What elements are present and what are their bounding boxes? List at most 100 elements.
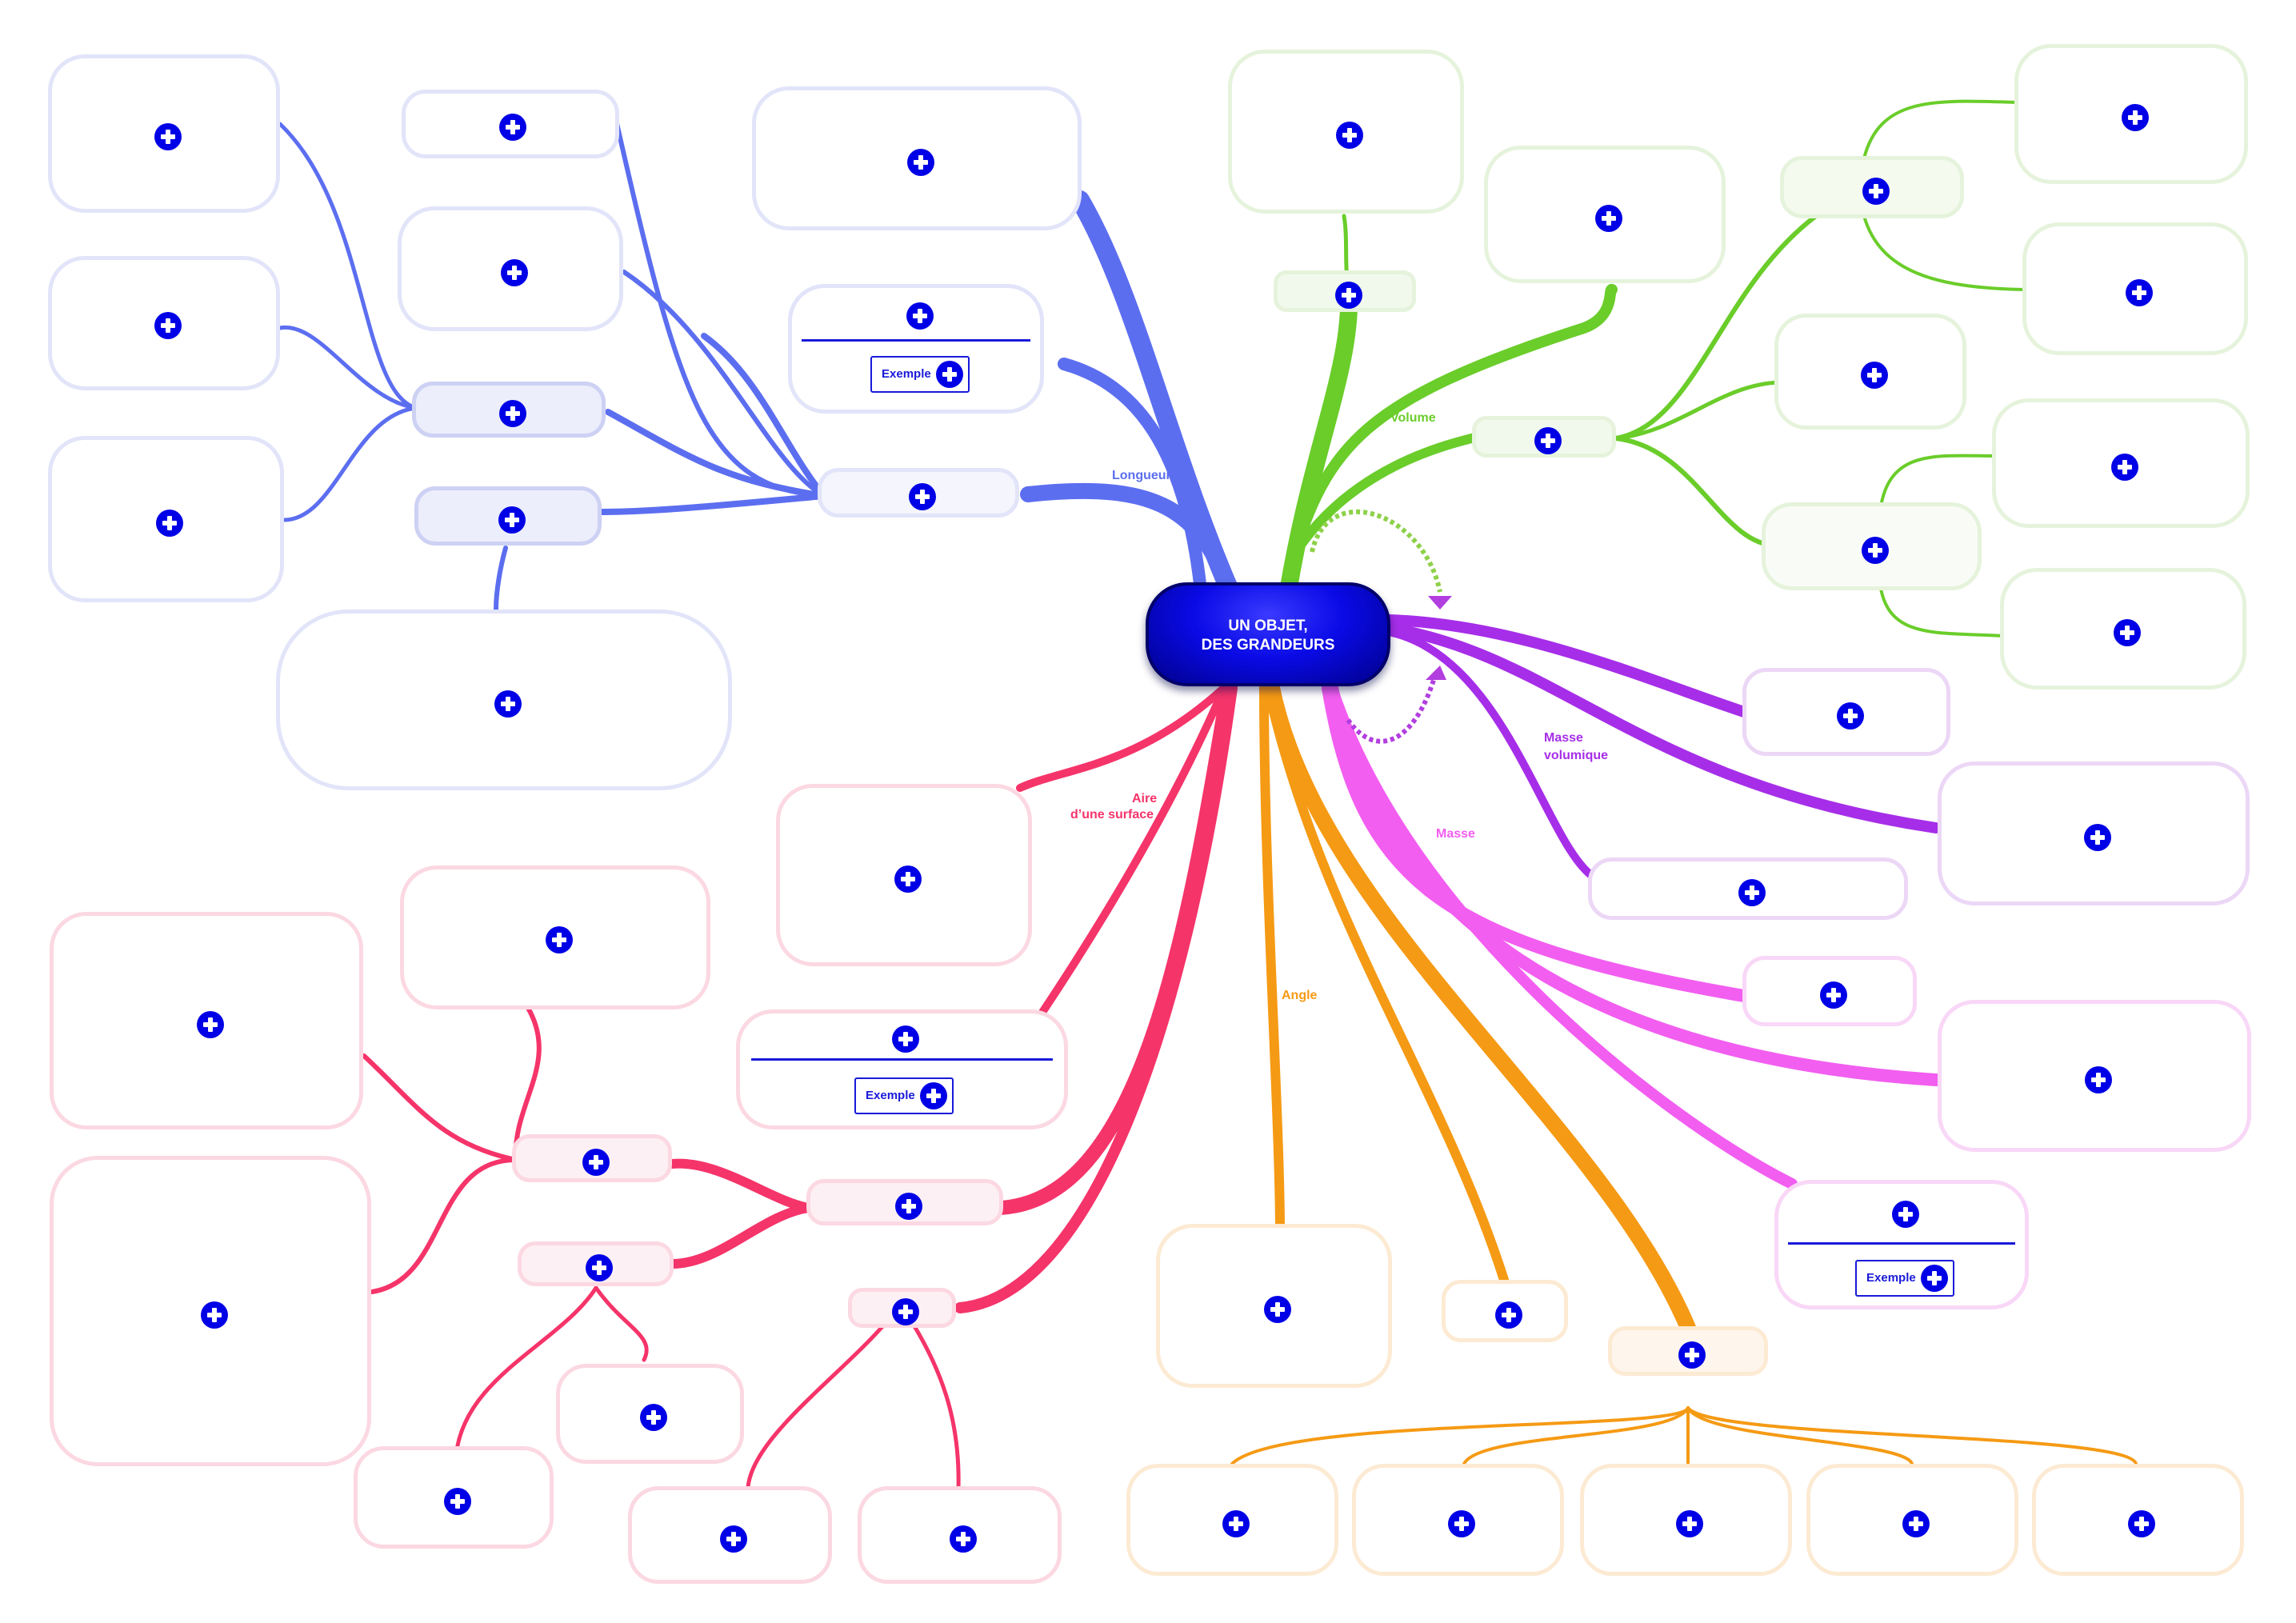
aire-node[interactable] — [512, 1134, 672, 1182]
plus-circle-icon[interactable] — [1921, 1265, 1948, 1292]
plus-circle-icon[interactable] — [892, 1025, 919, 1053]
masse-volumique-note-box[interactable] — [1938, 762, 2250, 905]
plus-circle-icon[interactable] — [1861, 362, 1888, 389]
plus-circle-icon[interactable] — [1820, 981, 1847, 1009]
plus-circle-icon[interactable] — [1595, 205, 1622, 232]
plus-circle-icon[interactable] — [720, 1525, 747, 1553]
plus-circle-icon[interactable] — [501, 259, 528, 286]
masse-definition-box[interactable]: Exemple — [1774, 1180, 2029, 1309]
masse-volumique-note-box[interactable] — [1742, 668, 1950, 756]
plus-circle-icon[interactable] — [2122, 104, 2149, 131]
masse-note-box[interactable] — [1742, 956, 1917, 1026]
plus-circle-icon[interactable] — [444, 1488, 471, 1515]
aire-node[interactable] — [518, 1241, 674, 1286]
volume-node[interactable] — [1780, 156, 1964, 218]
longueur-note-box[interactable] — [48, 436, 284, 602]
example-button[interactable]: Exemple — [854, 1077, 954, 1114]
plus-circle-icon[interactable] — [1448, 1510, 1475, 1537]
plus-circle-icon[interactable] — [1678, 1341, 1706, 1369]
volume-note-box[interactable] — [2022, 222, 2248, 355]
plus-circle-icon[interactable] — [1534, 427, 1562, 454]
longueur-note-box[interactable] — [398, 206, 623, 331]
angle-note-box[interactable] — [1126, 1464, 1338, 1576]
plus-circle-icon[interactable] — [1902, 1510, 1930, 1537]
masse-volumique-note-box[interactable] — [1588, 857, 1908, 920]
angle-note-box[interactable] — [1156, 1224, 1392, 1388]
plus-circle-icon[interactable] — [586, 1254, 613, 1281]
plus-circle-icon[interactable] — [197, 1011, 224, 1038]
plus-circle-icon[interactable] — [906, 302, 934, 330]
example-button[interactable]: Exemple — [870, 356, 970, 393]
plus-circle-icon[interactable] — [154, 123, 182, 150]
plus-circle-icon[interactable] — [498, 506, 526, 534]
plus-circle-icon[interactable] — [909, 483, 936, 510]
longueur-node[interactable] — [414, 486, 602, 546]
volume-note-box[interactable] — [2014, 44, 2248, 184]
plus-circle-icon[interactable] — [2111, 454, 2138, 481]
central-topic[interactable]: UN OBJET, DES GRANDEURS — [1146, 582, 1390, 686]
plus-circle-icon[interactable] — [2084, 824, 2111, 851]
plus-circle-icon[interactable] — [546, 926, 573, 953]
angle-note-box[interactable] — [2032, 1464, 2244, 1576]
plus-circle-icon[interactable] — [201, 1301, 228, 1329]
masse-note-box[interactable] — [1938, 1000, 2251, 1152]
plus-circle-icon[interactable] — [920, 1082, 947, 1109]
aire-note-box[interactable] — [858, 1486, 1062, 1584]
volume-note-box[interactable] — [1992, 398, 2250, 528]
aire-node[interactable] — [848, 1288, 956, 1328]
plus-circle-icon[interactable] — [154, 312, 182, 339]
plus-circle-icon[interactable] — [950, 1525, 977, 1553]
plus-circle-icon[interactable] — [1837, 702, 1864, 730]
plus-circle-icon[interactable] — [2085, 1066, 2112, 1093]
longueur-node[interactable] — [818, 468, 1019, 518]
longueur-note-box[interactable] — [402, 90, 619, 158]
plus-circle-icon[interactable] — [892, 1298, 919, 1325]
longueur-definition-box[interactable]: Exemple — [788, 284, 1044, 414]
plus-circle-icon[interactable] — [1336, 122, 1363, 149]
aire-node[interactable] — [806, 1179, 1003, 1225]
plus-circle-icon[interactable] — [1264, 1296, 1291, 1323]
angle-note-box[interactable] — [1806, 1464, 2018, 1576]
plus-circle-icon[interactable] — [1495, 1301, 1522, 1329]
longueur-note-box[interactable] — [276, 610, 732, 790]
aire-note-box[interactable] — [776, 784, 1032, 966]
plus-circle-icon[interactable] — [2114, 619, 2141, 646]
example-button[interactable]: Exemple — [1855, 1260, 1954, 1297]
plus-circle-icon[interactable] — [1862, 537, 1889, 564]
longueur-node[interactable] — [412, 382, 606, 438]
plus-circle-icon[interactable] — [2126, 279, 2153, 306]
volume-node[interactable] — [1762, 502, 1982, 590]
volume-node[interactable] — [1274, 270, 1416, 312]
aire-note-box[interactable] — [354, 1446, 554, 1549]
plus-circle-icon[interactable] — [1738, 879, 1766, 906]
angle-node[interactable] — [1608, 1326, 1768, 1376]
volume-note-box[interactable] — [1484, 146, 1726, 283]
plus-circle-icon[interactable] — [499, 114, 526, 141]
volume-note-box[interactable] — [2000, 568, 2246, 690]
volume-note-box[interactable] — [1774, 314, 1966, 430]
longueur-note-box[interactable] — [48, 54, 280, 213]
plus-circle-icon[interactable] — [499, 400, 526, 427]
plus-circle-icon[interactable] — [894, 865, 922, 893]
angle-note-box[interactable] — [1580, 1464, 1792, 1576]
plus-circle-icon[interactable] — [640, 1404, 667, 1431]
aire-note-box[interactable] — [50, 1156, 371, 1466]
plus-circle-icon[interactable] — [2128, 1510, 2155, 1537]
plus-circle-icon[interactable] — [1335, 282, 1362, 309]
aire-note-box[interactable] — [628, 1486, 832, 1584]
longueur-note-box[interactable] — [752, 86, 1082, 230]
aire-note-box[interactable] — [556, 1364, 744, 1464]
plus-circle-icon[interactable] — [582, 1149, 610, 1176]
longueur-note-box[interactable] — [48, 256, 280, 390]
aire-note-box[interactable] — [400, 865, 710, 1009]
plus-circle-icon[interactable] — [1222, 1510, 1250, 1537]
plus-circle-icon[interactable] — [936, 361, 963, 388]
plus-circle-icon[interactable] — [1892, 1201, 1919, 1228]
plus-circle-icon[interactable] — [494, 690, 522, 718]
plus-circle-icon[interactable] — [1676, 1510, 1703, 1537]
angle-note-box[interactable] — [1352, 1464, 1564, 1576]
volume-node[interactable] — [1472, 416, 1616, 458]
aire-note-box[interactable] — [50, 912, 363, 1129]
plus-circle-icon[interactable] — [895, 1193, 922, 1220]
plus-circle-icon[interactable] — [1862, 178, 1890, 205]
